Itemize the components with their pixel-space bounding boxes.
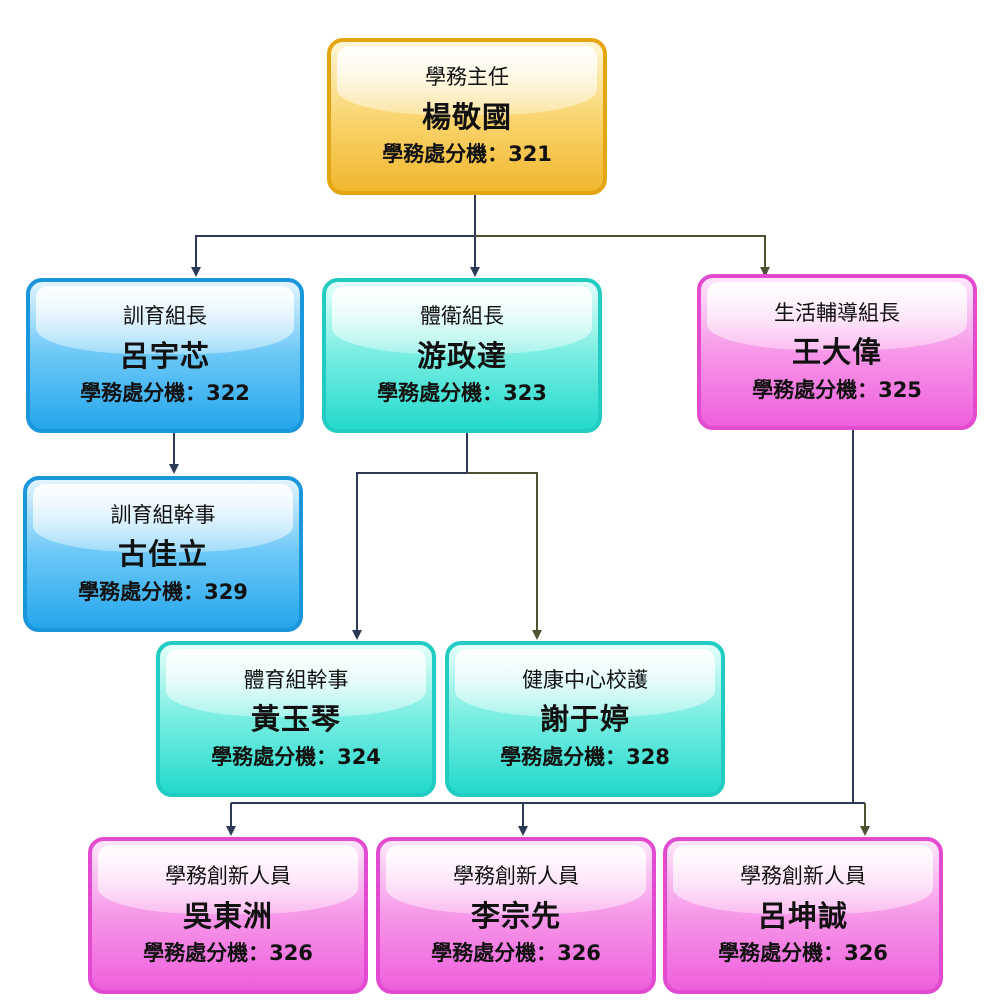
node-name: 呂宇芯 — [119, 338, 210, 373]
node-ext: 學務處分機：322 — [80, 381, 250, 406]
node-ext: 學務處分機：326 — [431, 941, 601, 966]
node-innovation-staff-3: 學務創新人員 呂坤誠 學務處分機：326 — [663, 837, 943, 994]
node-name: 古佳立 — [117, 537, 208, 572]
node-role: 訓育組幹事 — [110, 502, 216, 527]
node-life-head: 生活輔導組長 王大偉 學務處分機：325 — [697, 274, 977, 430]
node-name: 謝于婷 — [539, 702, 630, 737]
node-innovation-staff-1: 學務創新人員 吳東洲 學務處分機：326 — [88, 837, 368, 994]
node-phys-head: 體衛組長 游政達 學務處分機：323 — [322, 278, 602, 433]
node-innovation-staff-2: 學務創新人員 李宗先 學務處分機：326 — [376, 837, 656, 994]
node-name: 王大偉 — [791, 335, 882, 370]
node-ext: 學務處分機：326 — [718, 941, 888, 966]
node-ext: 學務處分機：326 — [143, 941, 313, 966]
node-role: 訓育組長 — [123, 304, 207, 329]
node-role: 體衛組長 — [420, 304, 504, 329]
line-to-life — [475, 235, 770, 277]
line-to-discipline — [191, 235, 475, 277]
line-to-sport-staff — [352, 472, 467, 640]
node-discipline-head: 訓育組長 呂宇芯 學務處分機：322 — [26, 278, 304, 433]
node-name: 游政達 — [416, 338, 507, 373]
node-ext: 學務處分機：323 — [377, 381, 547, 406]
node-name: 呂坤誠 — [757, 898, 848, 933]
node-sport-staff: 體育組幹事 黃玉琴 學務處分機：324 — [156, 641, 436, 797]
node-name: 楊敬國 — [421, 99, 512, 134]
node-ext: 學務處分機：328 — [500, 744, 670, 769]
node-role: 健康中心校護 — [522, 667, 648, 692]
node-role: 體育組幹事 — [243, 667, 349, 692]
node-role: 生活輔導組長 — [774, 300, 900, 325]
line-to-nurse — [467, 472, 542, 640]
node-director: 學務主任 楊敬國 學務處分機：321 — [327, 38, 607, 195]
node-name: 吳東洲 — [182, 898, 273, 933]
node-role: 學務創新人員 — [740, 864, 866, 889]
node-ext: 學務處分機：329 — [78, 579, 248, 604]
node-ext: 學務處分機：324 — [211, 744, 381, 769]
node-name: 李宗先 — [470, 898, 561, 933]
node-name: 黃玉琴 — [250, 702, 341, 737]
node-ext: 學務處分機：325 — [752, 377, 922, 402]
node-role: 學務創新人員 — [453, 864, 579, 889]
node-discipline-staff: 訓育組幹事 古佳立 學務處分機：329 — [23, 476, 303, 632]
node-ext: 學務處分機：321 — [382, 142, 552, 167]
node-role: 學務主任 — [425, 65, 509, 90]
node-nurse: 健康中心校護 謝于婷 學務處分機：328 — [445, 641, 725, 797]
node-role: 學務創新人員 — [165, 864, 291, 889]
